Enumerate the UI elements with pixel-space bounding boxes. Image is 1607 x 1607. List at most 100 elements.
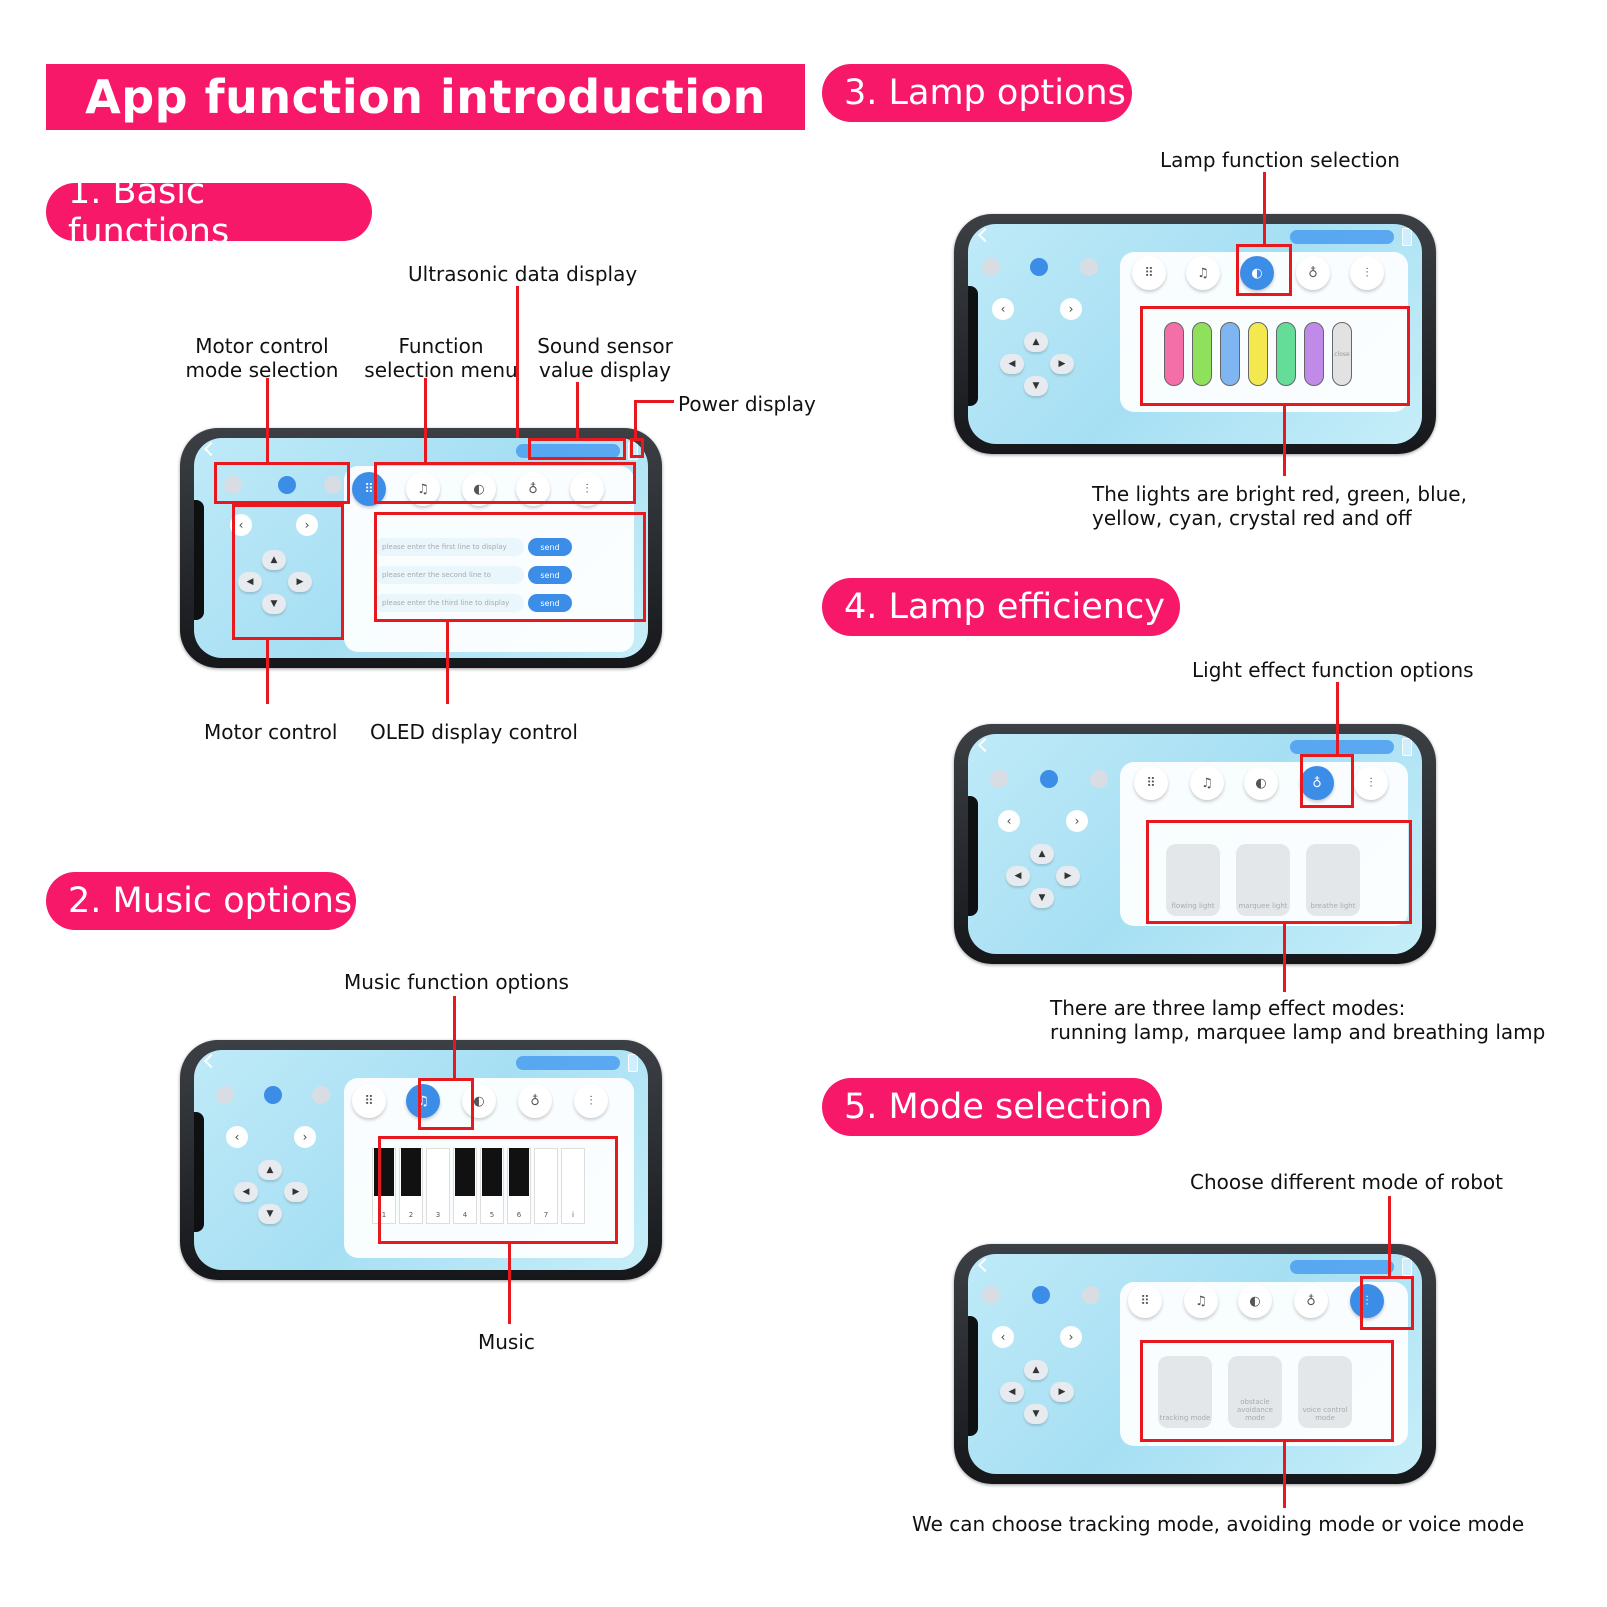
rocker-icon[interactable] — [324, 476, 342, 494]
key-icon[interactable] — [1032, 1286, 1050, 1304]
left-button[interactable]: ◀ — [1006, 866, 1030, 886]
key-icon[interactable] — [278, 476, 296, 494]
tab-light-effects[interactable]: ♁ — [1300, 766, 1334, 800]
oled-line-2-input[interactable]: please enter the second line to — [374, 566, 524, 584]
piano-key-i[interactable]: i — [561, 1148, 585, 1224]
tab-mode[interactable]: ⫶ — [1350, 256, 1384, 290]
tab-car-lights[interactable]: ◐ — [462, 1084, 496, 1118]
gravity-icon[interactable] — [990, 770, 1008, 788]
tab-light-effects[interactable]: ♁ — [1294, 1284, 1328, 1318]
back-icon[interactable] — [203, 1053, 219, 1069]
mode-obstacle-avoidance[interactable]: obstacle avoidance mode — [1228, 1356, 1282, 1428]
piano-black-key[interactable] — [509, 1148, 529, 1196]
tab-car-lights[interactable]: ◐ — [1244, 766, 1278, 800]
right-button[interactable]: ▶ — [1050, 354, 1074, 374]
effect-breathe-light[interactable]: breathe light — [1306, 844, 1360, 916]
lamp-cyan[interactable] — [1276, 322, 1296, 386]
gravity-icon[interactable] — [982, 1286, 1000, 1304]
left-button[interactable]: ◀ — [238, 572, 262, 592]
left-button[interactable]: ◀ — [234, 1182, 258, 1202]
right-arrow-icon[interactable]: › — [1060, 1326, 1082, 1348]
piano-key-3[interactable]: 3 — [426, 1148, 450, 1224]
send-button-2[interactable]: send — [528, 566, 572, 584]
tab-music[interactable]: ♫ — [406, 472, 440, 506]
up-button[interactable]: ▲ — [258, 1160, 282, 1180]
key-icon[interactable] — [1040, 770, 1058, 788]
down-button[interactable]: ▼ — [1024, 376, 1048, 396]
tab-light-effects[interactable]: ♁ — [518, 1084, 552, 1118]
lamp-blue[interactable] — [1220, 322, 1240, 386]
right-arrow-icon[interactable]: › — [294, 1126, 316, 1148]
key-icon[interactable] — [264, 1086, 282, 1104]
piano-black-key[interactable] — [482, 1148, 502, 1196]
tab-music[interactable]: ♫ — [1186, 256, 1220, 290]
back-icon[interactable] — [977, 1257, 993, 1273]
effect-marquee-light[interactable]: marquee light — [1236, 844, 1290, 916]
right-button[interactable]: ▶ — [1056, 866, 1080, 886]
tab-music[interactable]: ♫ — [1184, 1284, 1218, 1318]
lamp-close[interactable]: close — [1332, 322, 1352, 386]
effect-flowing-light[interactable]: flowing light — [1166, 844, 1220, 916]
up-button[interactable]: ▲ — [262, 550, 286, 570]
key-icon[interactable] — [1030, 258, 1048, 276]
piano-key-7[interactable]: 7 — [534, 1148, 558, 1224]
down-button[interactable]: ▼ — [1024, 1404, 1048, 1424]
lamp-red[interactable] — [1164, 322, 1184, 386]
up-button[interactable]: ▲ — [1024, 1360, 1048, 1380]
tab-oled[interactable]: ⠿ — [1132, 256, 1166, 290]
gravity-icon[interactable] — [982, 258, 1000, 276]
tab-music[interactable]: ♫ — [406, 1084, 440, 1118]
tab-car-lights[interactable]: ◐ — [1238, 1284, 1272, 1318]
left-arrow-icon[interactable]: ‹ — [992, 1326, 1014, 1348]
up-button[interactable]: ▲ — [1024, 332, 1048, 352]
send-button-1[interactable]: send — [528, 538, 572, 556]
tab-oled[interactable]: ⠿ — [1128, 1284, 1162, 1318]
piano-black-key[interactable] — [455, 1148, 475, 1196]
back-icon[interactable] — [203, 441, 219, 457]
up-button[interactable]: ▲ — [1030, 844, 1054, 864]
tab-mode[interactable]: ⫶ — [1354, 766, 1388, 800]
right-button[interactable]: ▶ — [1050, 1382, 1074, 1402]
tab-mode[interactable]: ⫶ — [570, 472, 604, 506]
tab-car-lights[interactable]: ◐ — [1240, 256, 1274, 290]
left-arrow-icon[interactable]: ‹ — [998, 810, 1020, 832]
rocker-icon[interactable] — [312, 1086, 330, 1104]
tab-light-effects[interactable]: ♁ — [1296, 256, 1330, 290]
left-button[interactable]: ◀ — [1000, 354, 1024, 374]
rocker-icon[interactable] — [1080, 258, 1098, 276]
tab-oled[interactable]: ⠿ — [1134, 766, 1168, 800]
lamp-crystal-red[interactable] — [1304, 322, 1324, 386]
gravity-icon[interactable] — [216, 1086, 234, 1104]
back-icon[interactable] — [977, 227, 993, 243]
right-button[interactable]: ▶ — [288, 572, 312, 592]
right-arrow-icon[interactable]: › — [1066, 810, 1088, 832]
tab-light-effects[interactable]: ♁ — [516, 472, 550, 506]
rocker-icon[interactable] — [1082, 1286, 1100, 1304]
send-button-3[interactable]: send — [528, 594, 572, 612]
back-icon[interactable] — [977, 737, 993, 753]
left-arrow-icon[interactable]: ‹ — [992, 298, 1014, 320]
left-arrow-icon[interactable]: ‹ — [226, 1126, 248, 1148]
tab-oled[interactable]: ⠿ — [352, 472, 386, 506]
gravity-icon[interactable] — [224, 476, 242, 494]
right-arrow-icon[interactable]: › — [1060, 298, 1082, 320]
tab-car-lights[interactable]: ◐ — [462, 472, 496, 506]
down-button[interactable]: ▼ — [258, 1204, 282, 1224]
mode-voice-control[interactable]: voice control mode — [1298, 1356, 1352, 1428]
tab-mode[interactable]: ⫶ — [1350, 1284, 1384, 1318]
rocker-icon[interactable] — [1090, 770, 1108, 788]
right-arrow-icon[interactable]: › — [296, 514, 318, 536]
right-button[interactable]: ▶ — [284, 1182, 308, 1202]
down-button[interactable]: ▼ — [1030, 888, 1054, 908]
tab-oled[interactable]: ⠿ — [352, 1084, 386, 1118]
lamp-green[interactable] — [1192, 322, 1212, 386]
oled-line-1-input[interactable]: please enter the first line to display — [374, 538, 524, 556]
piano-black-key[interactable] — [401, 1148, 421, 1196]
left-button[interactable]: ◀ — [1000, 1382, 1024, 1402]
left-arrow-icon[interactable]: ‹ — [230, 514, 252, 536]
oled-line-3-input[interactable]: please enter the third line to display — [374, 594, 524, 612]
tab-mode[interactable]: ⫶ — [574, 1084, 608, 1118]
lamp-yellow[interactable] — [1248, 322, 1268, 386]
mode-tracking[interactable]: tracking mode — [1158, 1356, 1212, 1428]
down-button[interactable]: ▼ — [262, 594, 286, 614]
